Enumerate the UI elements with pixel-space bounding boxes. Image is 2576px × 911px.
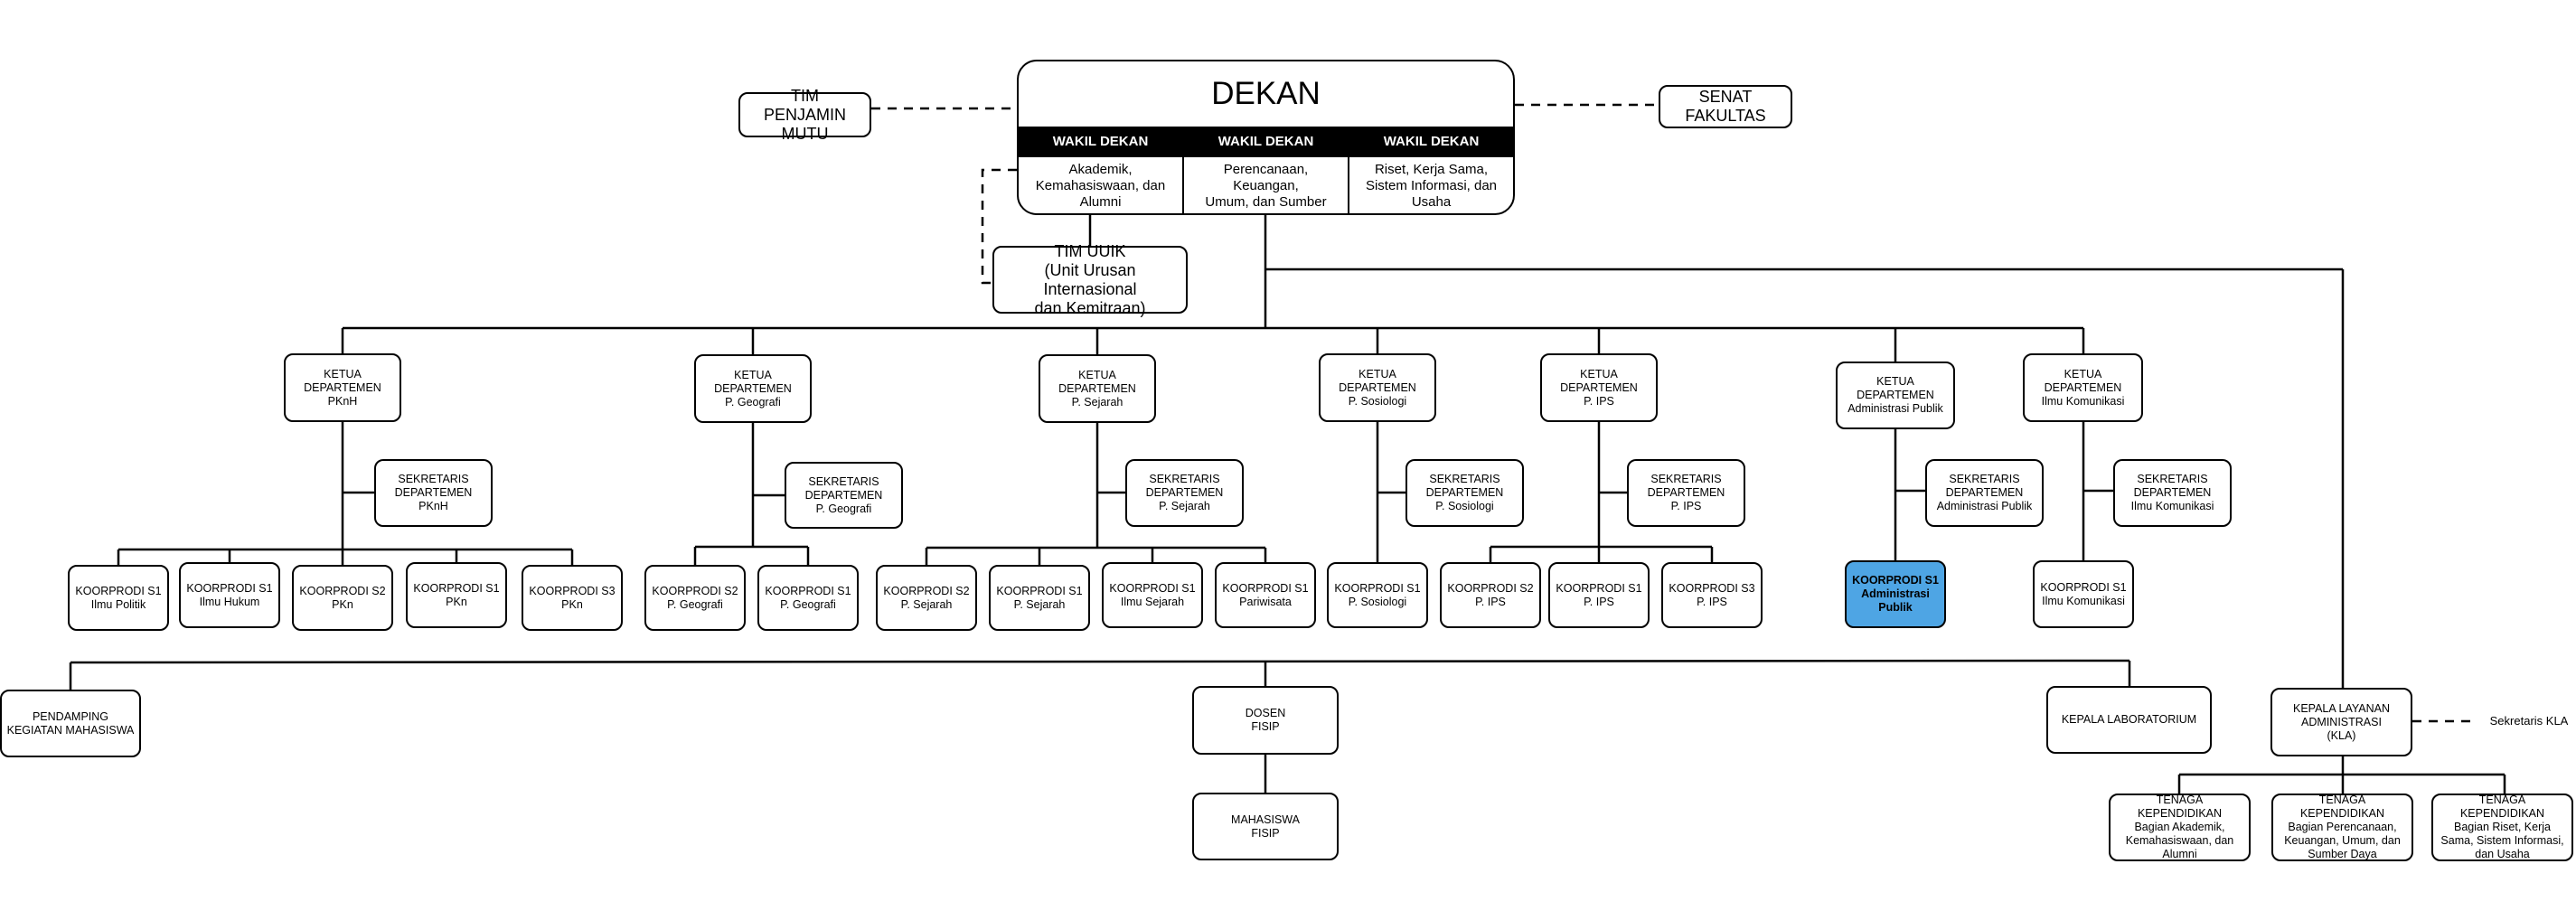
ketua-departemen-sejarah: KETUA DEPARTEMEN P. Sejarah [1039,354,1156,423]
koorprodi-box: KOORPRODI S1 P. IPS [1548,562,1650,628]
sekretaris-departemen-sosiologi: SEKRETARIS DEPARTEMEN P. Sosiologi [1406,459,1524,527]
koorprodi-box: KOORPRODI S1 PKn [406,562,507,628]
koorprodi-box-highlighted: KOORPRODI S1 Administrasi Publik [1845,560,1946,628]
koorprodi-box: KOORPRODI S1 Ilmu Sejarah [1102,562,1203,628]
mahasiswa-fisip-box: MAHASISWA FISIP [1192,793,1339,860]
ketua-departemen-geografi: KETUA DEPARTEMEN P. Geografi [694,354,812,423]
koorprodi-box: KOORPRODI S1 Ilmu Hukum [179,562,280,628]
wakil-dekan-portfolio: Perencanaan, Keuangan, Umum, dan Sumber … [1205,162,1327,213]
koorprodi-box: KOORPRODI S1 P. Sejarah [989,565,1090,631]
ketua-departemen-pknh: KETUA DEPARTEMEN PKnH [284,353,401,422]
kepala-layanan-administrasi-box: KEPALA LAYANAN ADMINISTRASI (KLA) [2270,688,2412,756]
ketua-departemen-sosiologi: KETUA DEPARTEMEN P. Sosiologi [1319,353,1436,422]
tenaga-kependidikan-akademik-box: TENAGA KEPENDIDIKAN Bagian Akademik, Kem… [2109,794,2251,861]
sekretaris-departemen-ips: SEKRETARIS DEPARTEMEN P. IPS [1627,459,1745,527]
koorprodi-box: KOORPRODI S3 PKn [522,565,623,631]
dekan-title: DEKAN [1211,76,1321,111]
koorprodi-box: KOORPRODI S2 P. Sejarah [876,565,977,631]
sekretaris-departemen-pknh: SEKRETARIS DEPARTEMEN PKnH [374,459,493,527]
wakil-dekan-portfolio: Akademik, Kemahasiswaan, dan Alumni [1035,162,1166,210]
ketua-departemen-ilmu-komunikasi: KETUA DEPARTEMEN Ilmu Komunikasi [2023,353,2143,422]
ketua-departemen-ips: KETUA DEPARTEMEN P. IPS [1540,353,1658,422]
senat-fakultas-box: SENAT FAKULTAS [1659,85,1792,128]
sekretaris-departemen-sejarah: SEKRETARIS DEPARTEMEN P. Sejarah [1125,459,1244,527]
dosen-fisip-box: DOSEN FISIP [1192,686,1339,755]
wakil-dekan-perencanaan: WAKIL DEKAN Perencanaan, Keuangan, Umum,… [1182,127,1348,213]
tim-uuik-box: TIM UUIK (Unit Urusan Internasional dan … [992,242,1188,317]
kepala-laboratorium-box: KEPALA LABORATORIUM [2046,686,2212,754]
koorprodi-box: KOORPRODI S2 P. Geografi [644,565,746,631]
pendamping-kegiatan-mahasiswa-box: PENDAMPING KEGIATAN MAHASISWA [0,690,141,757]
sekretaris-departemen-geografi: SEKRETARIS DEPARTEMEN P. Geografi [785,462,903,529]
koorprodi-box: KOORPRODI S3 P. IPS [1661,562,1763,628]
wakil-dekan-heading: WAKIL DEKAN [1019,127,1182,157]
koorprodi-box: KOORPRODI S2 P. IPS [1440,562,1541,628]
ketua-departemen-administrasi-publik: KETUA DEPARTEMEN Administrasi Publik [1836,362,1955,429]
koorprodi-box: KOORPRODI S1 Ilmu Komunikasi [2033,560,2134,628]
tim-penjamin-mutu-box: TIM PENJAMIN MUTU [738,87,871,143]
sekretaris-kla-label: Sekretaris KLA [2489,714,2569,728]
tenaga-kependidikan-riset-box: TENAGA KEPENDIDIKAN Bagian Riset, Kerja … [2431,794,2573,861]
koorprodi-box: KOORPRODI S2 PKn [292,565,393,631]
wakil-dekan-portfolio: Riset, Kerja Sama, Sistem Informasi, dan… [1365,162,1498,210]
sekretaris-departemen-ilmu-komunikasi: SEKRETARIS DEPARTEMEN Ilmu Komunikasi [2113,459,2232,527]
tenaga-kependidikan-perencanaan-box: TENAGA KEPENDIDIKAN Bagian Perencanaan, … [2271,794,2413,861]
koorprodi-box: KOORPRODI S1 Ilmu Politik [68,565,169,631]
dekan-box: DEKAN WAKIL DEKAN Akademik, Kemahasiswaa… [1017,60,1515,215]
koorprodi-box: KOORPRODI S1 P. Sosiologi [1327,562,1428,628]
koorprodi-box: KOORPRODI S1 P. Geografi [757,565,859,631]
wakil-dekan-akademik: WAKIL DEKAN Akademik, Kemahasiswaan, dan… [1019,127,1182,213]
wakil-dekan-heading: WAKIL DEKAN [1349,127,1513,157]
wakil-dekan-row: WAKIL DEKAN Akademik, Kemahasiswaan, dan… [1019,127,1513,213]
koorprodi-box: KOORPRODI S1 Pariwisata [1215,562,1316,628]
wakil-dekan-riset: WAKIL DEKAN Riset, Kerja Sama, Sistem In… [1348,127,1513,213]
sekretaris-departemen-administrasi-publik: SEKRETARIS DEPARTEMEN Administrasi Publi… [1925,459,2044,527]
wakil-dekan-heading: WAKIL DEKAN [1184,127,1348,157]
